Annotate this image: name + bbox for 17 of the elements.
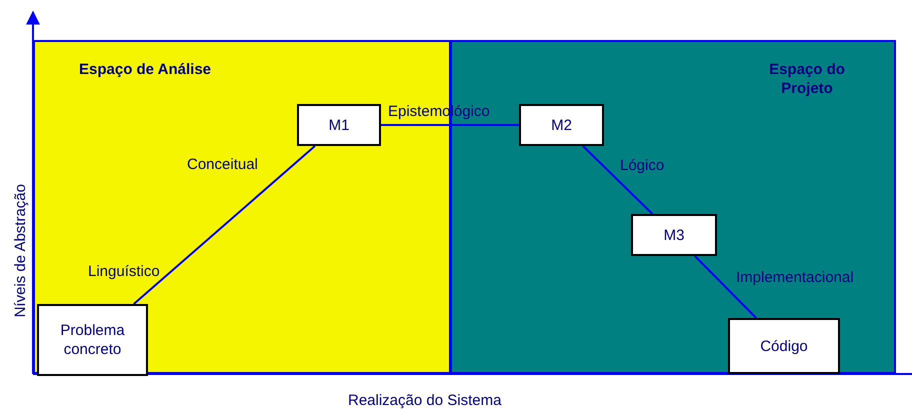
connector-line <box>381 124 519 126</box>
connector-line <box>582 145 654 215</box>
axis-title: Níveis de Abstração <box>12 184 30 317</box>
edge-label: Implementacional <box>736 269 854 287</box>
level-label: Conceitual <box>187 156 258 174</box>
connector-line <box>133 145 316 305</box>
process-box: M1 <box>297 104 381 146</box>
process-box: M3 <box>631 214 717 256</box>
process-box: Problema concreto <box>37 304 148 376</box>
region-title: Espaço de Análise <box>78 60 212 79</box>
connector-line <box>694 255 757 319</box>
axis-title: Realização do Sistema <box>348 392 502 410</box>
level-label: Linguístico <box>88 263 160 281</box>
edge-label: Lógico <box>620 157 664 175</box>
process-box: Código <box>728 318 840 374</box>
region-title: Espaço do Projeto <box>768 60 846 98</box>
process-box: M2 <box>519 104 604 146</box>
